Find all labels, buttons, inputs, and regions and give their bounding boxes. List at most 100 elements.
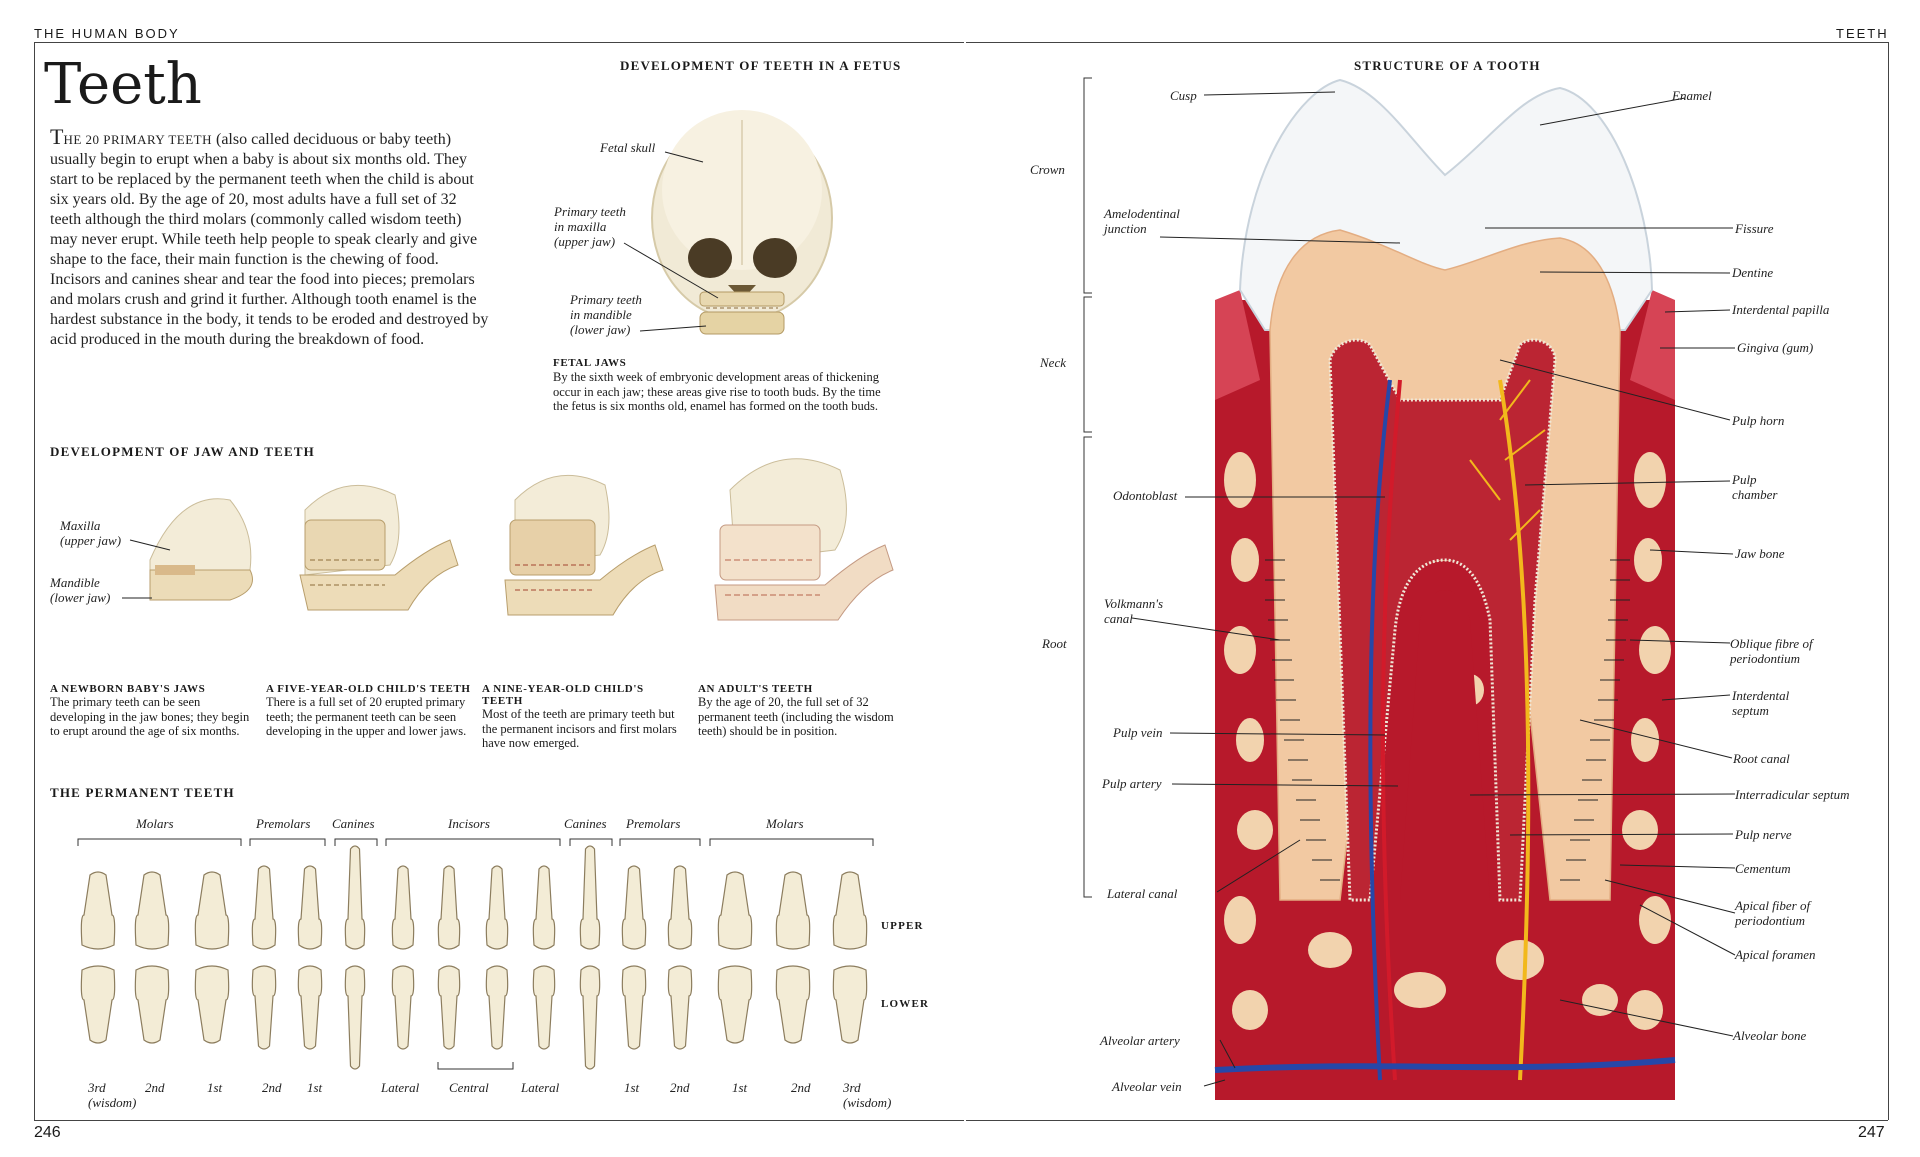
label-amelodentinal-junction: Amelodentinal junction — [1104, 206, 1180, 236]
upper-tooth — [579, 845, 601, 950]
jaw-caption-nine-year: A NINE-YEAR-OLD CHILD'S TEETH Most of th… — [482, 683, 687, 751]
label-alveolar-bone: Alveolar bone — [1733, 1028, 1807, 1043]
lower-tooth — [532, 965, 556, 1050]
label-interdental-septum: Interdental septum — [1732, 688, 1790, 718]
label-root-canal: Root canal — [1733, 751, 1790, 766]
group-canines-right: Canines — [564, 816, 607, 831]
intro-text: (also called deciduous or baby teeth) us… — [50, 131, 489, 348]
bottom-rule-right — [966, 1120, 1888, 1121]
running-head-right: TEETH — [1836, 26, 1889, 41]
lower-tooth — [437, 965, 461, 1050]
right-page-border — [1888, 42, 1889, 1120]
fetus-heading: DEVELOPMENT OF TEETH IN A FETUS — [620, 58, 902, 73]
caption-body: There is a full set of 20 erupted primar… — [266, 695, 467, 738]
upper-tooth — [194, 871, 230, 950]
label-odontoblast: Odontoblast — [1113, 488, 1178, 503]
lower-tooth — [80, 965, 116, 1044]
upper-tooth — [391, 865, 415, 950]
upper-tooth — [717, 871, 753, 950]
tooth-label-1st-premolar-right: 1st — [624, 1080, 640, 1095]
page-number-right: 247 — [1858, 1124, 1885, 1141]
group-incisors: Incisors — [448, 816, 490, 831]
group-molars-right: Molars — [766, 816, 804, 831]
label-primary-teeth-maxilla: Primary teeth in maxilla (upper jaw) — [554, 204, 626, 249]
lower-tooth — [134, 965, 170, 1044]
fetal-jaws-caption-head: FETAL JAWS — [553, 357, 627, 369]
page-title: Teeth — [44, 52, 202, 117]
tooth-label-1st-molar-left: 1st — [207, 1080, 223, 1095]
tooth-label-lateral-right: Lateral — [521, 1080, 560, 1095]
label-interdental-papilla: Interdental papilla — [1732, 302, 1830, 317]
upper-tooth — [832, 871, 868, 950]
group-canines-left: Canines — [332, 816, 375, 831]
lower-tooth — [297, 965, 323, 1050]
tooth-structure-heading: STRUCTURE OF A TOOTH — [1354, 58, 1541, 73]
tooth-label-3rd-left: 3rd (wisdom) — [88, 1080, 137, 1110]
upper-tooth — [485, 865, 509, 950]
caption-body: Most of the teeth are primary teeth but … — [482, 707, 677, 750]
permanent-teeth-heading: THE PERMANENT TEETH — [50, 785, 235, 800]
tooth-label-1st-molar-right: 1st — [732, 1080, 748, 1095]
label-maxilla: Maxilla (upper jaw) — [60, 518, 122, 548]
label-pulp-vein: Pulp vein — [1113, 725, 1163, 740]
tooth-label-2nd-molar-right: 2nd — [791, 1080, 811, 1095]
label-volkmanns-canal: Volkmann's canal — [1104, 596, 1164, 626]
tooth-label-2nd-premolar-left: 2nd — [262, 1080, 282, 1095]
label-interradicular-septum: Interradicular septum — [1735, 787, 1850, 802]
label-pulp-nerve: Pulp nerve — [1735, 827, 1792, 842]
lower-tooth — [579, 965, 601, 1070]
label-primary-teeth-mandible: Primary teeth in mandible (lower jaw) — [570, 292, 642, 337]
label-pulp-artery: Pulp artery — [1102, 776, 1162, 791]
lower-tooth — [485, 965, 509, 1050]
label-gingiva: Gingiva (gum) — [1737, 340, 1814, 355]
lower-tooth — [832, 965, 868, 1044]
lower-tooth — [251, 965, 277, 1050]
lower-tooth — [194, 965, 230, 1044]
caption-body: By the age of 20, the full set of 32 per… — [698, 695, 894, 738]
group-molars-left: Molars — [136, 816, 174, 831]
jaw-caption-adult: AN ADULT'S TEETH By the age of 20, the f… — [698, 683, 903, 739]
tooth-label-3rd-right: 3rd (wisdom) — [843, 1080, 892, 1110]
upper-tooth — [437, 865, 461, 950]
row-label-lower: LOWER — [881, 998, 930, 1010]
lower-tooth — [391, 965, 415, 1050]
jaw-caption-five-year: A FIVE-YEAR-OLD CHILD'S TEETH There is a… — [266, 683, 471, 739]
region-crown: Crown — [1030, 162, 1065, 177]
region-neck: Neck — [1040, 355, 1066, 370]
label-dentine: Dentine — [1732, 265, 1774, 280]
label-alveolar-artery: Alveolar artery — [1100, 1033, 1180, 1048]
jaw-caption-newborn: A NEWBORN BABY'S JAWS The primary teeth … — [50, 683, 255, 739]
page-number-left: 246 — [34, 1124, 61, 1141]
lower-tooth — [621, 965, 647, 1050]
label-oblique-fibre: Oblique fibre of periodontium — [1730, 636, 1813, 666]
tooth-label-central: Central — [449, 1080, 489, 1095]
lower-tooth — [717, 965, 753, 1044]
label-jaw-bone: Jaw bone — [1735, 546, 1785, 561]
caption-head: A FIVE-YEAR-OLD CHILD'S TEETH — [266, 683, 471, 695]
label-fetal-skull: Fetal skull — [600, 140, 656, 155]
intro-smallcaps: HE 20 PRIMARY TEETH — [63, 132, 212, 147]
caption-body: The primary teeth can be seen developing… — [50, 695, 250, 738]
caption-head: A NINE-YEAR-OLD CHILD'S TEETH — [482, 683, 644, 707]
label-pulp-horn: Pulp horn — [1732, 413, 1785, 428]
label-alveolar-vein: Alveolar vein — [1112, 1079, 1182, 1094]
label-fissure: Fissure — [1735, 221, 1774, 236]
upper-tooth — [667, 865, 693, 950]
upper-tooth — [621, 865, 647, 950]
label-cementum: Cementum — [1735, 861, 1791, 876]
tooth-label-2nd-molar-left: 2nd — [145, 1080, 165, 1095]
caption-head: AN ADULT'S TEETH — [698, 683, 813, 695]
top-rule-left — [34, 42, 964, 43]
bottom-rule-left — [34, 1120, 964, 1121]
lower-tooth — [344, 965, 366, 1070]
tooth-label-2nd-premolar-right: 2nd — [670, 1080, 690, 1095]
lower-tooth — [775, 965, 811, 1044]
intro-dropcap: T — [50, 124, 64, 149]
left-page-border — [34, 42, 35, 1120]
label-lateral-canal: Lateral canal — [1107, 886, 1178, 901]
running-head-left: THE HUMAN BODY — [34, 26, 180, 41]
upper-tooth — [344, 845, 366, 950]
label-apical-fiber: Apical fiber of periodontium — [1735, 898, 1811, 928]
group-premolars-right: Premolars — [626, 816, 681, 831]
row-label-upper: UPPER — [881, 920, 924, 932]
